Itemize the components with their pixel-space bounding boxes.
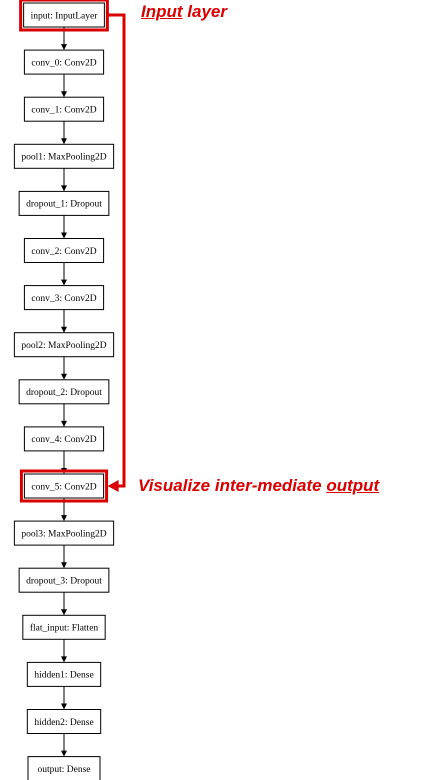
layer-box <box>22 614 106 640</box>
layer-node-pool2: pool2: MaxPooling2D <box>13 332 115 358</box>
layer-node-conv-1: conv_1: Conv2D <box>23 96 105 122</box>
layer-box <box>23 426 105 452</box>
layer-node-conv-4: conv_4: Conv2D <box>23 426 105 452</box>
edge-arrowhead <box>61 750 67 757</box>
layer-box <box>18 379 110 405</box>
edge-arrowhead <box>61 609 67 616</box>
connector-arrowhead <box>107 480 119 492</box>
layer-box <box>26 661 102 687</box>
layer-node-conv-5: conv_5: Conv2D <box>23 473 105 499</box>
layer-node-dropout-3: dropout_3: Dropout <box>18 567 110 593</box>
edge-arrowhead <box>61 656 67 663</box>
layer-label: output: Dense <box>37 765 90 775</box>
layer-label: hidden1: Dense <box>34 671 93 681</box>
layer-box <box>13 332 115 358</box>
edges-layer <box>61 27 67 757</box>
edge-arrowhead <box>61 420 67 427</box>
edge-arrowhead <box>61 562 67 569</box>
layer-node-flat-input: flat_input: Flatten <box>22 614 106 640</box>
layer-label: input: InputLayer <box>31 11 99 21</box>
layer-node-pool3: pool3: MaxPooling2D <box>13 520 115 546</box>
edge-arrowhead <box>61 138 67 145</box>
layer-node-dropout-1: dropout_1: Dropout <box>18 190 110 216</box>
layer-box <box>23 238 105 263</box>
layer-box <box>27 756 101 780</box>
layer-box <box>23 96 105 122</box>
edge-arrowhead <box>61 185 67 192</box>
intermediate-output-annotation-underlined: output <box>326 476 380 495</box>
edge-arrowhead <box>61 44 67 51</box>
input-layer-annotation: Input layer <box>141 3 227 20</box>
intermediate-output-annotation: Visualize inter-mediate output <box>138 477 379 494</box>
edge-arrowhead <box>61 703 67 710</box>
layer-label: pool1: MaxPooling2D <box>21 153 106 163</box>
highlight-frame-conv-5 <box>19 469 109 503</box>
edge-arrowhead <box>61 279 67 286</box>
nodes-layer: input: InputLayer conv_0: Conv2D conv_1: C… <box>13 2 115 780</box>
connector-line <box>107 13 126 488</box>
layer-box <box>13 520 115 546</box>
input-layer-annotation-rest: layer <box>182 2 227 21</box>
layer-node-dropout-2: dropout_2: Dropout <box>18 379 110 405</box>
intermediate-output-annotation-prefix: Visualize inter-mediate <box>138 476 327 495</box>
layer-node-output: output: Dense <box>27 756 101 780</box>
annotation-connector <box>107 13 126 492</box>
layer-label: conv_2: Conv2D <box>31 247 96 257</box>
layer-node-conv-2: conv_2: Conv2D <box>23 238 105 263</box>
layer-label: pool2: MaxPooling2D <box>21 341 106 351</box>
layer-box <box>26 709 102 734</box>
edge-arrowhead <box>61 326 67 333</box>
input-layer-annotation-underlined: Input <box>141 2 183 21</box>
layer-label: conv_1: Conv2D <box>31 106 96 116</box>
layer-box <box>23 473 105 499</box>
layer-label: conv_3: Conv2D <box>31 294 96 304</box>
layer-node-pool1: pool1: MaxPooling2D <box>13 143 115 169</box>
layer-label: conv_5: Conv2D <box>31 482 96 492</box>
edge-arrowhead <box>61 91 67 98</box>
layer-label: hidden2: Dense <box>34 718 93 728</box>
layer-box <box>18 190 110 216</box>
layer-box <box>18 567 110 593</box>
layer-box <box>13 143 115 169</box>
layer-box <box>23 285 105 311</box>
edge-arrowhead <box>61 373 67 380</box>
layer-label: conv_0: Conv2D <box>31 58 96 68</box>
layer-node-hidden1: hidden1: Dense <box>26 661 102 687</box>
layer-box <box>23 2 105 28</box>
layer-node-input: input: InputLayer <box>23 2 105 28</box>
layer-label: pool3: MaxPooling2D <box>21 529 106 539</box>
edge-arrowhead <box>61 515 67 522</box>
layer-node-hidden2: hidden2: Dense <box>26 709 102 734</box>
layer-node-conv-0: conv_0: Conv2D <box>23 49 105 75</box>
layer-node-conv-3: conv_3: Conv2D <box>23 285 105 311</box>
layer-label: dropout_1: Dropout <box>26 200 102 210</box>
layer-label: conv_4: Conv2D <box>31 435 96 445</box>
layer-label: dropout_3: Dropout <box>26 577 102 587</box>
layer-label: dropout_2: Dropout <box>26 388 102 398</box>
layer-box <box>23 49 105 75</box>
layer-label: flat_input: Flatten <box>30 623 99 634</box>
edge-arrowhead <box>61 232 67 239</box>
